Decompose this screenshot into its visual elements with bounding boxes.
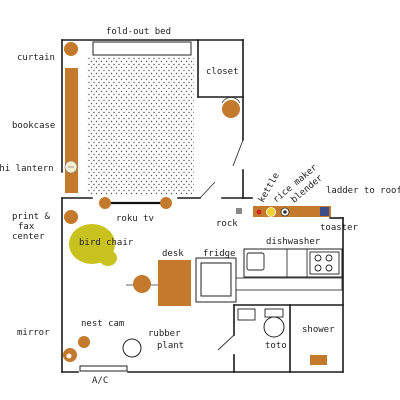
fold-out-bed bbox=[87, 41, 194, 195]
label-ladder-to-roof: ladder to roof bbox=[326, 186, 400, 196]
kitchen-shelf bbox=[253, 206, 331, 217]
label-rubber-2: plant bbox=[157, 341, 184, 351]
label-fold-out-bed: fold-out bed bbox=[106, 27, 171, 37]
nest-cam bbox=[78, 336, 90, 348]
label-bookcase: bookcase bbox=[12, 121, 55, 131]
label-rock: rock bbox=[216, 219, 238, 229]
label-nest-cam: nest cam bbox=[81, 319, 124, 329]
ac-unit bbox=[79, 365, 128, 372]
label-print-fax-3: center bbox=[12, 232, 45, 242]
label-chi-lantern: chi lantern bbox=[0, 164, 54, 174]
bookcase bbox=[65, 68, 78, 193]
bathroom bbox=[237, 308, 327, 365]
label-closet: closet bbox=[206, 67, 239, 77]
labels: fold-out bed curtain closet bookcase chi… bbox=[0, 27, 400, 386]
desk bbox=[126, 260, 191, 306]
roku-tv bbox=[99, 197, 172, 209]
label-fridge: fridge bbox=[203, 249, 236, 259]
label-shower: shower bbox=[302, 325, 335, 335]
label-curtain: curtain bbox=[17, 53, 55, 63]
label-print-fax-2: fax bbox=[18, 222, 35, 232]
shower-drain bbox=[310, 355, 327, 365]
doors bbox=[199, 139, 244, 351]
label-rubber-1: rubber bbox=[148, 329, 181, 339]
rubber-plant bbox=[122, 338, 142, 358]
fridge bbox=[195, 257, 237, 303]
toto-toilet bbox=[263, 316, 285, 338]
label-toto: toto bbox=[265, 341, 287, 351]
label-print-fax-1: print & bbox=[12, 212, 51, 222]
rice-maker-dot bbox=[266, 207, 276, 217]
label-bird-chair: bird chair bbox=[79, 238, 134, 248]
curtain-knob bbox=[64, 42, 78, 56]
kitchen-counters bbox=[235, 248, 343, 291]
label-toaster: toaster bbox=[320, 223, 359, 233]
bird-chair bbox=[69, 224, 117, 266]
print-fax-center bbox=[64, 210, 78, 224]
closet-object bbox=[222, 100, 240, 118]
label-desk: desk bbox=[162, 249, 184, 259]
rock bbox=[236, 208, 242, 214]
kettle-dot bbox=[256, 209, 262, 215]
label-roku-tv: roku tv bbox=[116, 214, 154, 224]
label-dishwasher: dishwasher bbox=[266, 237, 321, 247]
label-mirror: mirror bbox=[17, 328, 50, 338]
label-ac: A/C bbox=[92, 376, 108, 386]
walls bbox=[61, 39, 344, 373]
